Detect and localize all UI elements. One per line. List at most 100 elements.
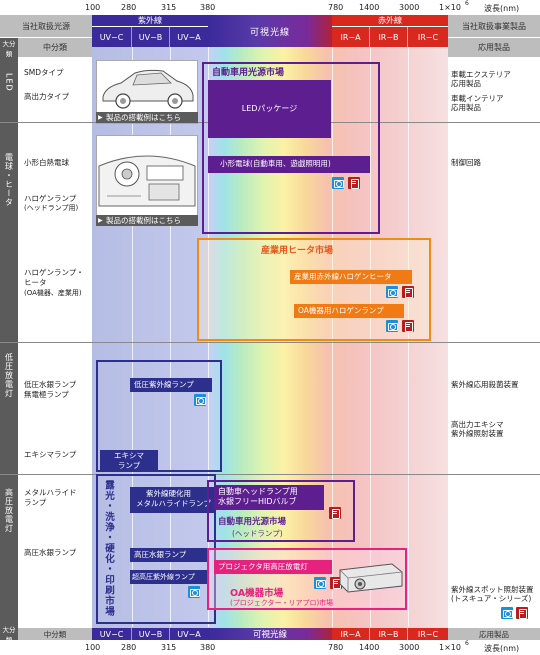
section-divider bbox=[18, 474, 92, 475]
app-car-exterior: 車載エクステリア bbox=[451, 70, 511, 79]
tick-1400: 1400 bbox=[359, 3, 380, 12]
hid-bulb-label: 自動車ヘッドランプ用 bbox=[218, 487, 298, 496]
tick-380: 380 bbox=[200, 3, 216, 12]
bottom-tick-780: 780 bbox=[328, 643, 344, 652]
app-control: 制御回路 bbox=[451, 158, 481, 167]
dashboard-example-button[interactable]: 製品の搭載例はこちら bbox=[96, 215, 198, 226]
row-halogen-headlamp-sub: (ヘッドランプ用) bbox=[24, 204, 79, 212]
projector-illustration-icon bbox=[339, 563, 403, 593]
app-excimer: 高出力エキシマ bbox=[451, 420, 504, 429]
section-divider bbox=[448, 122, 540, 123]
ir-group-header: 赤外線 bbox=[332, 15, 448, 26]
bottom-cat-mid: 中分類 bbox=[18, 628, 92, 640]
app-car-exterior-2: 応用製品 bbox=[451, 79, 481, 88]
section-divider bbox=[18, 122, 92, 123]
oa-market-sub: (プロジェクター・リアプロ)市場 bbox=[230, 599, 334, 607]
bottom-uvc: UV−C bbox=[92, 628, 132, 640]
app-car-interior-2: 応用製品 bbox=[451, 103, 481, 112]
uhp-lamp-box[interactable]: 超高圧紫外線ランプ bbox=[130, 570, 208, 584]
row-mini-bulb: 小形白熱電球 bbox=[24, 158, 69, 167]
section-bulb-heater: 電球・ヒータ bbox=[4, 153, 14, 207]
bottom-unit-label: 波長(nm) bbox=[484, 644, 520, 653]
oa-halogen-lamp-box[interactable]: OA機器用ハロゲンランプ bbox=[294, 304, 404, 318]
industrial-heater-market-title: 産業用ヒータ市場 bbox=[261, 246, 334, 256]
row-metal-halide-2: ランプ bbox=[24, 498, 47, 507]
bottom-applications: 応用製品 bbox=[448, 628, 540, 640]
uv-cure-metal-halide-box[interactable]: 紫外線硬化用 メタルハライドランプ bbox=[130, 487, 214, 513]
row-smd: SMDタイプ bbox=[24, 68, 64, 77]
car-illustration-icon bbox=[102, 69, 194, 109]
auto-light-market-2-sub: (ヘッドランプ) bbox=[232, 529, 283, 538]
camera-icon[interactable] bbox=[194, 394, 206, 406]
tick-1e6-exp: 6 bbox=[465, 0, 469, 7]
row-high-output: 高出力タイプ bbox=[24, 92, 69, 101]
app-car-interior: 車載インテリア bbox=[451, 94, 504, 103]
camera-icon[interactable] bbox=[314, 577, 326, 589]
grid-line bbox=[208, 47, 209, 627]
grid-line bbox=[408, 47, 409, 627]
projector-lamp-box[interactable]: プロジェクタ用高圧放電灯 bbox=[214, 560, 332, 574]
grid-line bbox=[370, 47, 371, 627]
tick-1e6: 1×10 bbox=[439, 3, 461, 12]
cat-mid-header: 中分類 bbox=[18, 38, 92, 57]
row-excimer: エキシマランプ bbox=[24, 450, 77, 459]
mini-bulb-box[interactable]: 小形電球(自動車用、遊戯照明用) bbox=[208, 156, 370, 173]
bottom-uva: UV−A bbox=[170, 628, 208, 640]
auto-light-market-title: 自動車用光源市場 bbox=[212, 68, 285, 78]
oa-market-box bbox=[207, 548, 407, 610]
car-example-button[interactable]: 製品の搭載例はこちら bbox=[96, 112, 198, 123]
row-halogen-heater-sub: (OA機器、産業用) bbox=[24, 289, 82, 297]
uvb-header: UV−B bbox=[132, 27, 170, 47]
tick-315: 315 bbox=[161, 3, 177, 12]
bottom-irc: IR−C bbox=[408, 628, 448, 640]
bottom-tick-1e6: 1×10 bbox=[439, 643, 461, 652]
irb-header: IR−B bbox=[370, 27, 408, 47]
row-halogen-heater-2: ヒータ bbox=[24, 278, 47, 287]
excimer-lamp-label: エキシマ bbox=[114, 451, 144, 460]
bottom-cat-large: 大分類 bbox=[0, 626, 18, 644]
bottom-tick-100: 100 bbox=[85, 643, 101, 652]
app-uv-spot-2: (トスキュア・シリーズ) bbox=[451, 594, 532, 603]
bottom-tick-315: 315 bbox=[161, 643, 177, 652]
led-package-box[interactable]: LEDパッケージ bbox=[208, 80, 331, 138]
uv-group-header: 紫外線 bbox=[92, 15, 208, 26]
bottom-tick-380: 380 bbox=[200, 643, 216, 652]
oa-market-title: OA機器市場 bbox=[230, 588, 284, 599]
uvc-header: UV−C bbox=[92, 27, 132, 47]
camera-icon[interactable] bbox=[332, 177, 344, 189]
projector-image bbox=[334, 558, 406, 596]
hg-lamp-box[interactable]: 高圧水銀ランプ bbox=[130, 548, 208, 562]
low-uv-lamp-box[interactable]: 低圧紫外線ランプ bbox=[130, 378, 212, 392]
row-low-mercury: 低圧水銀ランプ bbox=[24, 380, 77, 389]
uv-cure-label: 紫外線硬化用 bbox=[146, 489, 191, 498]
camera-icon[interactable] bbox=[188, 586, 200, 598]
bottom-tick-280: 280 bbox=[121, 643, 137, 652]
catalog-icon[interactable] bbox=[348, 177, 360, 189]
section-divider bbox=[448, 474, 540, 475]
bottom-ira: IR−A bbox=[332, 628, 370, 640]
section-divider bbox=[0, 342, 540, 343]
ir-halogen-heater-box[interactable]: 産業用赤外線ハロゲンヒータ bbox=[290, 270, 412, 284]
tick-280: 280 bbox=[121, 3, 137, 12]
hid-bulb-box[interactable]: 自動車ヘッドランプ用 水銀フリーHIDバルブ bbox=[214, 485, 324, 510]
grid-line bbox=[170, 47, 171, 627]
dashboard-thumbnail[interactable] bbox=[96, 135, 198, 221]
tick-780: 780 bbox=[328, 3, 344, 12]
section-divider bbox=[448, 342, 540, 343]
visible-header: 可視光線 bbox=[208, 15, 332, 47]
catalog-icon[interactable] bbox=[402, 286, 414, 298]
row-halogen-headlamp: ハロゲンランプ bbox=[24, 194, 77, 203]
ira-header: IR−A bbox=[332, 27, 370, 47]
app-excimer-2: 紫外線照射装置 bbox=[451, 429, 504, 438]
camera-icon[interactable] bbox=[501, 607, 513, 619]
uv-cure-label-2: メタルハライドランプ bbox=[136, 499, 211, 508]
catalog-icon[interactable] bbox=[329, 507, 341, 519]
section-divider bbox=[18, 342, 92, 343]
catalog-icon[interactable] bbox=[402, 320, 414, 332]
applications-header: 応用製品 bbox=[448, 38, 540, 57]
excimer-lamp-box[interactable]: エキシマ ランプ bbox=[100, 450, 158, 472]
catalog-icon[interactable] bbox=[516, 607, 528, 619]
camera-icon[interactable] bbox=[386, 286, 398, 298]
camera-icon[interactable] bbox=[386, 320, 398, 332]
tick-3000: 3000 bbox=[399, 3, 420, 12]
